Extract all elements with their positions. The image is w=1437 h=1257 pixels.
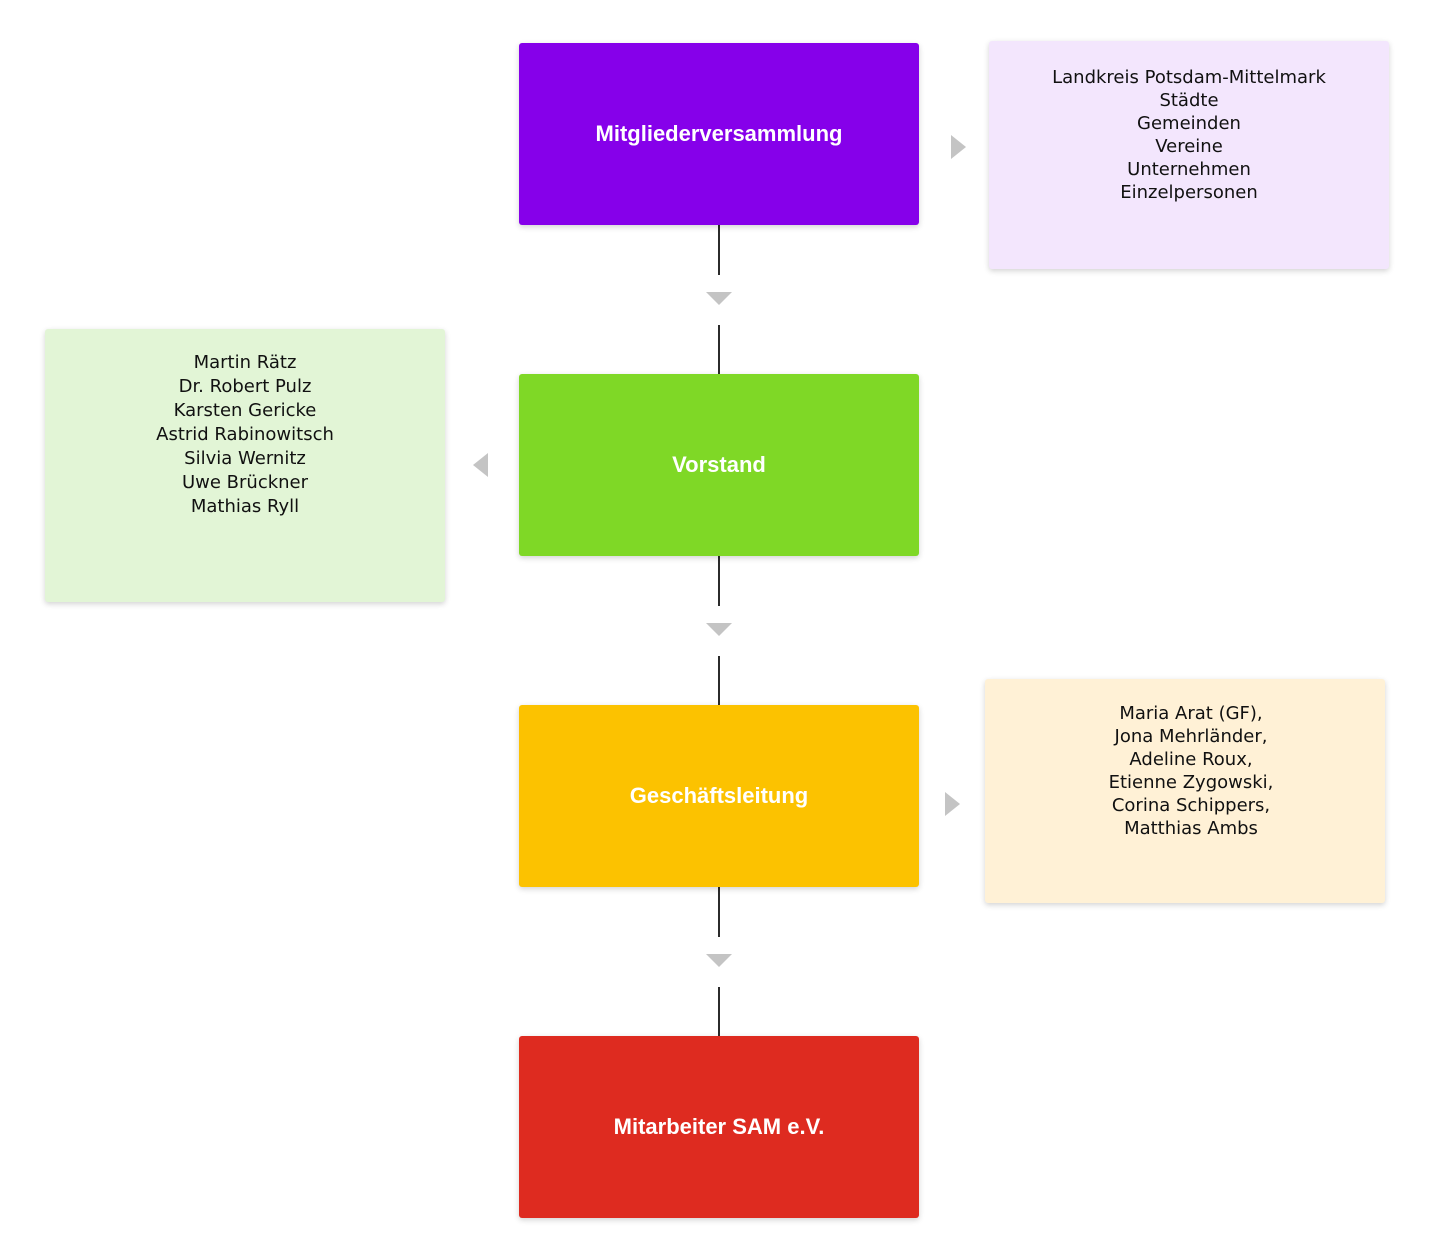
board-list-item: Karsten Gericke [173,399,317,421]
connector-line-2b [718,656,720,705]
board-list-item: Dr. Robert Pulz [178,375,312,397]
management-list-item: Matthias Ambs [1124,818,1258,839]
members-list-item: Unternehmen [1127,159,1251,180]
members-list-item: Einzelpersonen [1120,182,1258,203]
connector-line-2a [718,556,720,606]
connector-line-3a [718,887,720,937]
arrow-right-icon [951,135,966,159]
members-list-item: Landkreis Potsdam-Mittelmark [1052,67,1326,88]
board-list-item: Uwe Brückner [181,471,309,493]
box-geschaeftsleitung-label: Geschäftsleitung [629,783,809,808]
arrow-down-icon [706,292,732,305]
box-geschaeftsleitung: Geschäftsleitung [519,705,919,887]
box-vorstand-label: Vorstand [672,452,766,477]
board-list-item: Mathias Ryll [190,495,300,517]
board-list-item: Astrid Rabinowitsch [156,423,334,445]
board-list-item: Martin Rätz [193,351,297,373]
arrow-left-icon [473,453,488,477]
connector-line-3b [718,987,720,1036]
members-list-box: Landkreis Potsdam-Mittelmark Städte Geme… [989,41,1389,269]
box-mitarbeiter-label: Mitarbeiter SAM e.V. [613,1114,825,1139]
connector-line-1a [718,225,720,275]
members-list-item: Gemeinden [1137,113,1241,134]
arrow-down-icon [706,954,732,967]
management-list-item: Etienne Zygowski, [1108,772,1274,793]
box-mitgliederversammlung: Mitgliederversammlung [519,43,919,225]
management-list-item: Maria Arat (GF), [1119,703,1263,724]
members-list-item: Vereine [1155,136,1223,157]
management-list-item: Jona Mehrländer, [1114,726,1268,747]
arrow-down-icon [706,623,732,636]
management-list-item: Corina Schippers, [1111,795,1271,816]
box-vorstand: Vorstand [519,374,919,556]
arrow-right-icon [945,792,960,816]
members-list-item: Städte [1159,90,1219,111]
management-list-box: Maria Arat (GF), Jona Mehrländer, Adelin… [985,679,1385,903]
management-list-item: Adeline Roux, [1129,749,1253,770]
board-list-item: Silvia Wernitz [184,447,306,469]
box-mitarbeiter: Mitarbeiter SAM e.V. [519,1036,919,1218]
box-mitgliederversammlung-label: Mitgliederversammlung [595,121,843,146]
connector-line-1b [718,325,720,374]
board-list-box: Martin Rätz Dr. Robert Pulz Karsten Geri… [45,329,445,602]
